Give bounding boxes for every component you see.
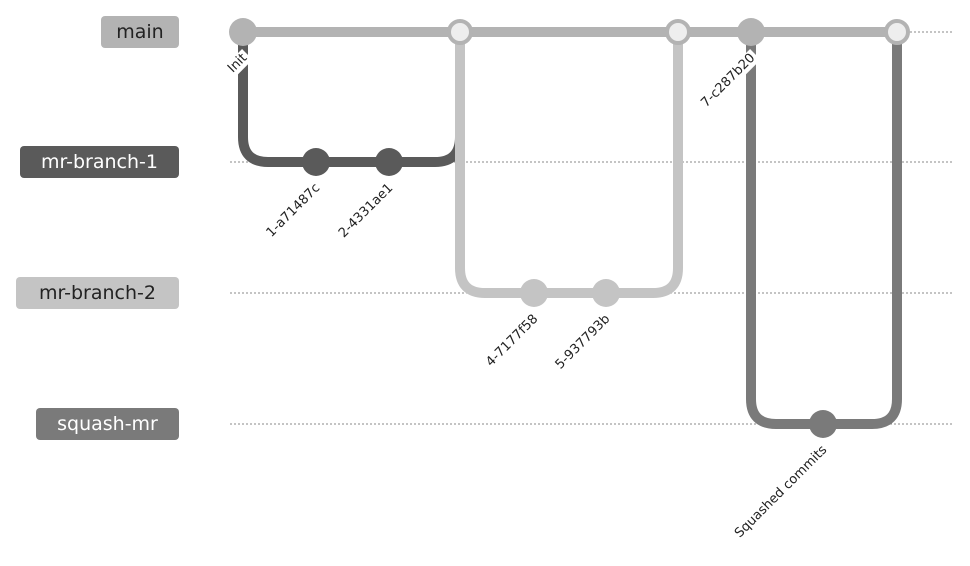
- branch-path-mr-branch-2: [455, 27, 683, 298]
- commit-label-bg-c7: [701, 49, 761, 108]
- merge-commit-mr-branch-2: [665, 19, 691, 45]
- commit-dot-c4: [520, 279, 548, 307]
- branch-label-mr-branch-2: mr-branch-2: [16, 277, 179, 309]
- commit-label-c2: 2-4331ae1: [336, 181, 396, 241]
- merge-commit-mr-branch-1: [447, 19, 473, 45]
- merge-commit-squash-mr: [884, 19, 910, 45]
- commit-label-bg-init: [220, 49, 253, 81]
- commit-dot-c5: [592, 279, 620, 307]
- commit-dot-c7: [737, 18, 765, 46]
- branch-label-squash-mr: squash-mr: [36, 408, 179, 440]
- branch-label-main: main: [101, 16, 179, 48]
- branch-label-mr-branch-1: mr-branch-1: [20, 146, 179, 178]
- branch-path-mr-branch-1: [238, 27, 465, 167]
- commit-label-c5: 5-937793b: [553, 312, 614, 373]
- commit-dot-c2: [375, 148, 403, 176]
- commit-label-c4: 4-7177f58: [483, 312, 541, 370]
- branch-path-squash-mr: [746, 27, 902, 429]
- commit-dot-init: [229, 18, 257, 46]
- commit-label-squashed: Squashed commits: [732, 443, 830, 541]
- commit-dot-squashed: [809, 410, 837, 438]
- commit-dot-c1: [302, 148, 330, 176]
- commit-label-c1: 1-a71487c: [264, 181, 324, 241]
